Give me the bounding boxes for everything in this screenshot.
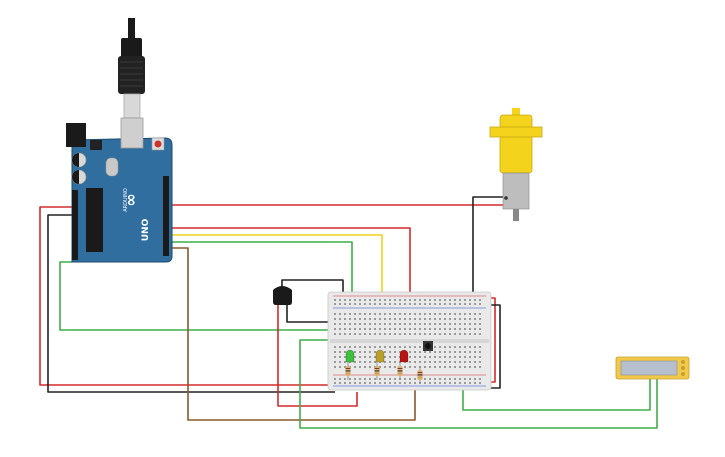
wire-green-led[interactable] bbox=[165, 241, 353, 350]
wire-black-right-rail[interactable] bbox=[487, 304, 501, 389]
leds bbox=[345, 349, 409, 363]
dc-motor[interactable] bbox=[489, 108, 543, 221]
resistor[interactable] bbox=[417, 366, 423, 384]
wire-brown[interactable] bbox=[165, 247, 416, 421]
wire-black-motor[interactable] bbox=[472, 196, 505, 297]
wire-black-sensor-2[interactable] bbox=[286, 305, 335, 323]
wire-black-gnd[interactable] bbox=[47, 214, 335, 393]
arduino-uno[interactable]: ∞ ARDUINO UNO bbox=[66, 117, 173, 263]
resistors bbox=[345, 362, 423, 384]
wire-red-sensor[interactable] bbox=[277, 305, 358, 407]
wire-green-left[interactable] bbox=[59, 261, 335, 331]
wire-green-lcd[interactable] bbox=[462, 378, 651, 411]
usb-cable bbox=[118, 18, 145, 119]
arduino-brand: UNO bbox=[141, 218, 151, 241]
breadboard[interactable] bbox=[327, 291, 492, 391]
arduino-board-label: ARDUINO bbox=[123, 188, 129, 212]
yellow-led[interactable] bbox=[375, 349, 385, 363]
arduino-logo: ∞ bbox=[121, 193, 140, 206]
push-button[interactable] bbox=[423, 341, 433, 351]
wire-green-bottom[interactable] bbox=[299, 339, 658, 429]
temperature-sensor[interactable] bbox=[273, 286, 292, 305]
wires bbox=[39, 196, 658, 429]
breadboard-holes bbox=[334, 299, 481, 384]
resistor[interactable] bbox=[374, 362, 380, 380]
red-led[interactable] bbox=[399, 349, 409, 363]
resistor[interactable] bbox=[397, 362, 403, 380]
green-led[interactable] bbox=[345, 349, 355, 363]
resistor[interactable] bbox=[345, 362, 351, 380]
wire-red-motor[interactable] bbox=[165, 198, 506, 206]
lcd-display[interactable] bbox=[615, 356, 690, 380]
